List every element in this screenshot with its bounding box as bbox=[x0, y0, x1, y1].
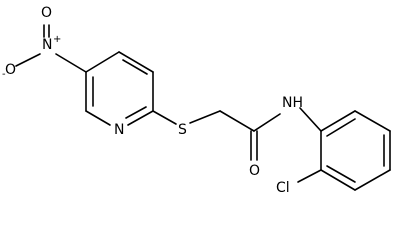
bond-ring-to-s bbox=[152, 110, 177, 125]
pyridine-nitrogen-label: N bbox=[114, 122, 124, 138]
chlorine-label: Cl bbox=[276, 180, 290, 196]
phenyl-bond-1 bbox=[320, 110, 356, 132]
oxygen-top-label: O bbox=[41, 5, 52, 21]
bond-nitro-to-ring bbox=[55, 53, 87, 73]
bond-nh-to-phenyl bbox=[299, 107, 322, 132]
pyridine-bond-2 bbox=[118, 51, 154, 73]
bond-s-to-ch2 bbox=[189, 110, 221, 124]
phenyl-bond-4 bbox=[354, 169, 391, 191]
bond-carbonyl-to-nh bbox=[253, 113, 281, 132]
bond-n-o-left bbox=[15, 53, 41, 67]
sulfur-label: S bbox=[178, 122, 187, 138]
pyridine-bond-4-double bbox=[125, 106, 147, 119]
phenyl-bond-5 bbox=[320, 169, 356, 191]
phenyl-bond-1-double bbox=[326, 118, 356, 137]
phenyl-bond-5-double bbox=[326, 165, 356, 183]
bond-ch2-to-carbonyl bbox=[219, 110, 255, 132]
bond-phenyl-to-cl bbox=[297, 169, 322, 183]
amide-nh-label: NH bbox=[282, 95, 303, 111]
pyridine-bond-1 bbox=[85, 51, 120, 73]
oxygen-left-charge: - bbox=[2, 69, 6, 80]
pyridine-bond-5 bbox=[85, 110, 111, 126]
chemical-structure-diagram: O N + O - N S O NH Cl bbox=[2, 5, 391, 196]
pyridine-bond-4 bbox=[127, 110, 154, 126]
nitro-nitrogen-label: N bbox=[42, 37, 52, 53]
nitro-nitrogen-charge: + bbox=[53, 34, 61, 45]
phenyl-bond-2 bbox=[354, 110, 391, 132]
carbonyl-oxygen-label: O bbox=[249, 163, 260, 179]
oxygen-left-label: O bbox=[5, 62, 16, 78]
pyridine-bond-2-double bbox=[122, 59, 148, 75]
